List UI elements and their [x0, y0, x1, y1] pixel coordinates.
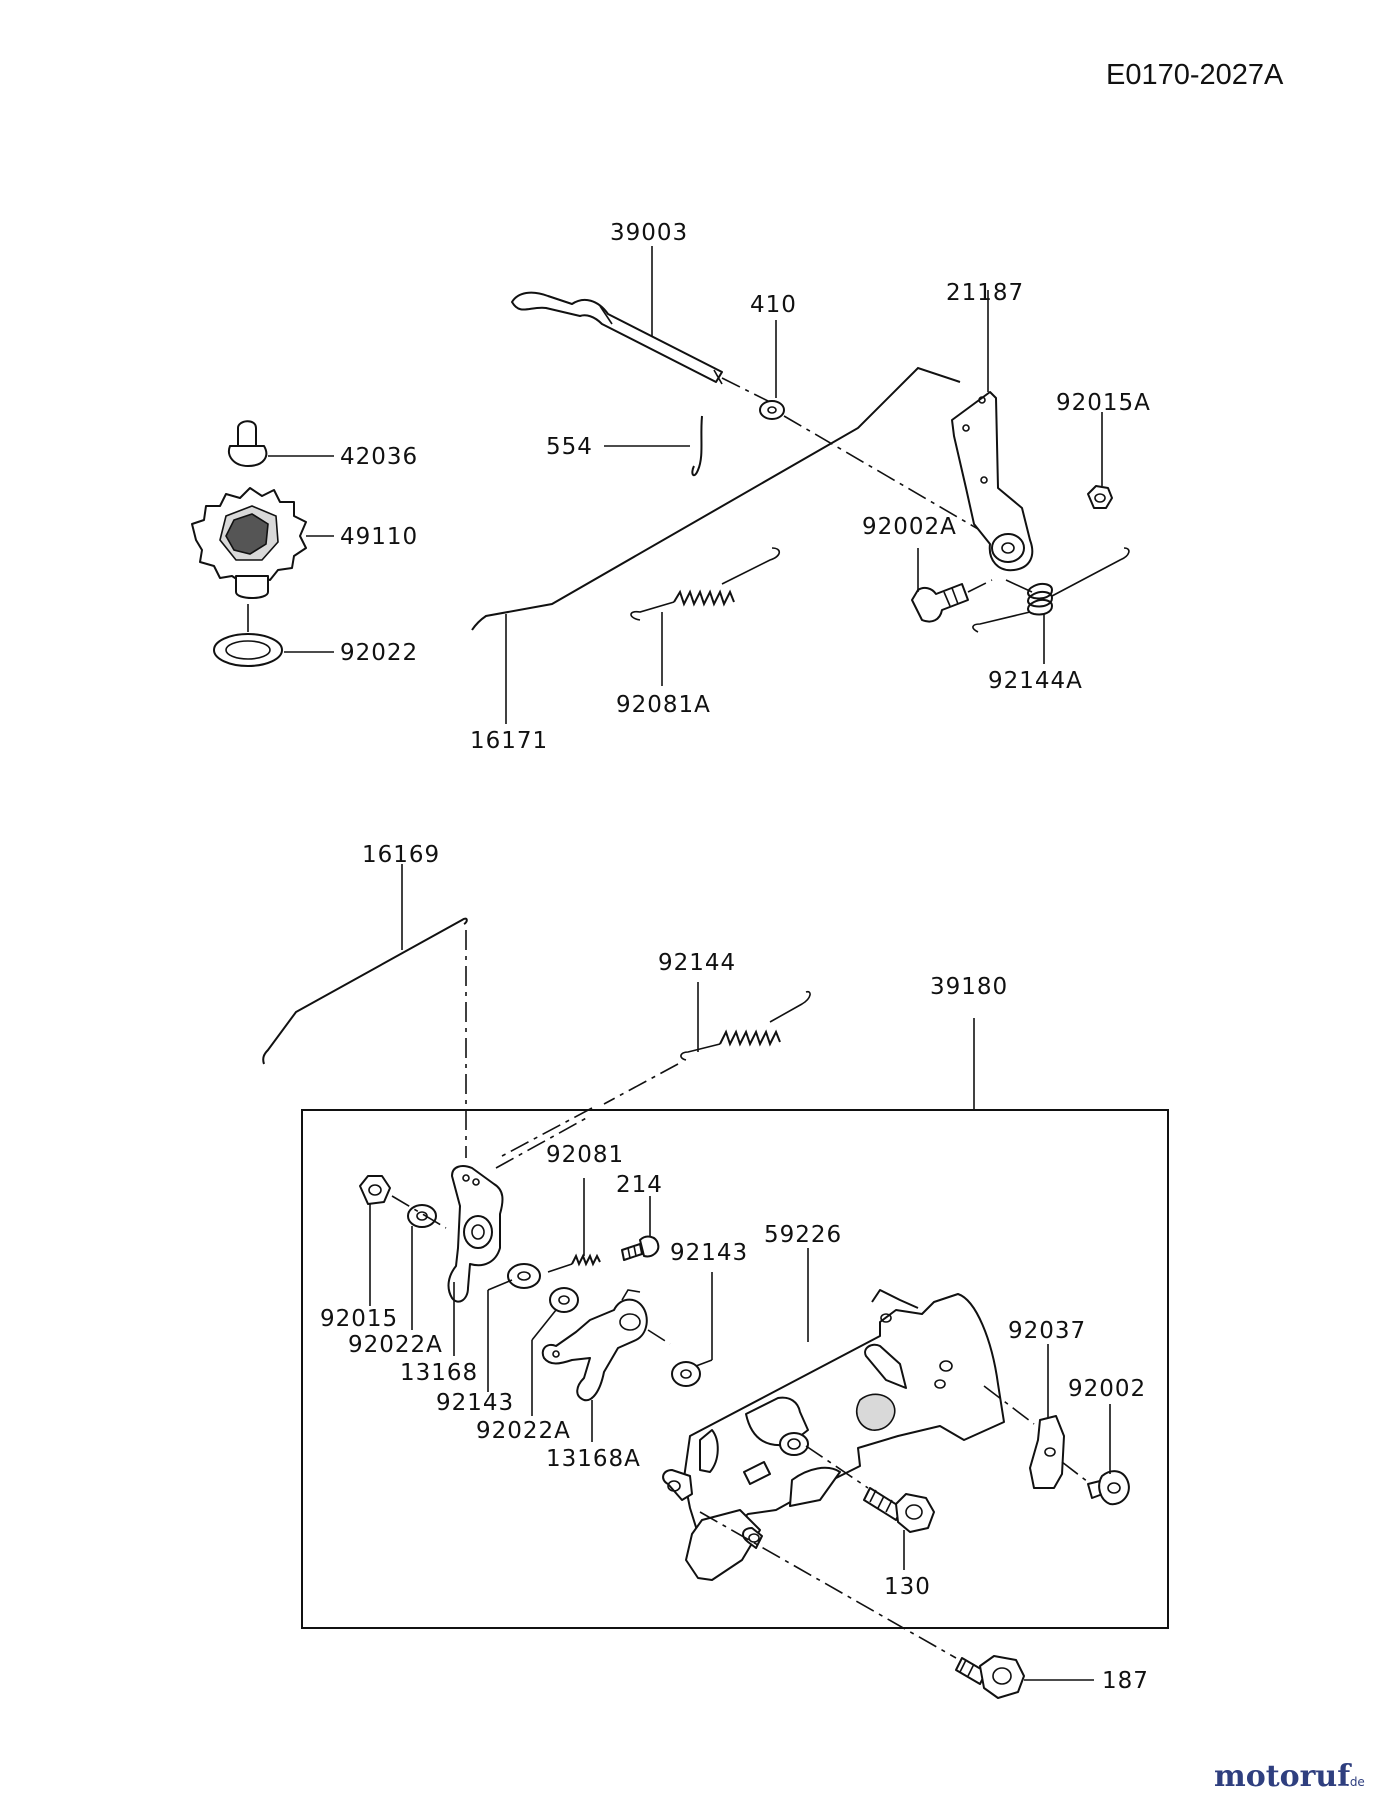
axis-92144-b — [501, 1107, 593, 1157]
label-92143-right: 92143 — [670, 1240, 748, 1266]
label-92022A-mid: 92022A — [476, 1418, 571, 1444]
axis-13168A — [647, 1329, 671, 1345]
spring-92081 — [547, 1253, 601, 1273]
clip-554 — [691, 415, 703, 477]
nut-92015 — [359, 1175, 391, 1205]
label-130: 130 — [884, 1574, 931, 1600]
washer-92022 — [213, 633, 283, 667]
axis-92037 — [983, 1385, 1035, 1425]
leader-92022A-mid-tip — [531, 1309, 557, 1341]
label-92002A: 92002A — [862, 514, 957, 540]
label-49110: 49110 — [340, 524, 418, 550]
bolt-187 — [955, 1655, 1025, 1699]
rod-39003 — [511, 291, 771, 403]
axis-92002 — [1061, 1461, 1089, 1483]
lever-13168A — [541, 1289, 648, 1402]
washer-410 — [759, 400, 785, 420]
washer-92022A-mid — [549, 1287, 579, 1313]
lever-13168 — [447, 1165, 504, 1303]
washer-92143-left — [507, 1263, 541, 1289]
label-16169: 16169 — [362, 842, 440, 868]
axis-13168 — [495, 1115, 591, 1169]
rod-16171 — [471, 366, 961, 631]
label-92143-left: 92143 — [436, 1390, 514, 1416]
axis-187 — [699, 1511, 957, 1659]
label-39180: 39180 — [930, 974, 1008, 1000]
label-13168: 13168 — [400, 1360, 478, 1386]
label-92015: 92015 — [320, 1306, 398, 1332]
label-16171: 16171 — [470, 728, 548, 754]
label-92037: 92037 — [1008, 1318, 1086, 1344]
washer-92022A-left — [407, 1204, 437, 1228]
label-92144: 92144 — [658, 950, 736, 976]
plate-59226 — [662, 1289, 1005, 1581]
axis-left-nut — [391, 1195, 447, 1229]
diagram-code: E0170-2027A — [1106, 59, 1284, 91]
label-92081: 92081 — [546, 1142, 624, 1168]
spring-92144A — [972, 547, 1130, 633]
spring-92081A — [630, 547, 781, 621]
label-13168A: 13168A — [546, 1446, 641, 1472]
axis-92144 — [603, 1063, 679, 1105]
label-42036: 42036 — [340, 444, 418, 470]
assembly-frame-39180 — [301, 1109, 1169, 1629]
spring-92144 — [680, 990, 811, 1061]
lever-21187 — [951, 391, 1034, 572]
nut-92015A — [1087, 485, 1113, 509]
washer-92143-right — [671, 1361, 701, 1387]
rod-16169 — [262, 917, 468, 1065]
bolt-92002 — [1087, 1470, 1130, 1506]
clip-92037 — [1029, 1415, 1065, 1489]
bolt-92002A — [911, 579, 993, 623]
label-92144A: 92144A — [988, 668, 1083, 694]
watermark-suffix: .de — [1346, 1775, 1365, 1789]
label-554: 554 — [546, 434, 593, 460]
label-92002: 92002 — [1068, 1376, 1146, 1402]
bolt-130 — [863, 1487, 935, 1533]
label-39003: 39003 — [610, 220, 688, 246]
label-187: 187 — [1102, 1668, 1149, 1694]
gear-49110 — [191, 487, 307, 599]
label-92081A: 92081A — [616, 692, 711, 718]
label-59226: 59226 — [764, 1222, 842, 1248]
screw-214 — [621, 1235, 660, 1261]
watermark-logo: motoruf .de — [1214, 1759, 1365, 1794]
leader-92143-right-tip — [695, 1359, 713, 1367]
watermark-brand: motoruf — [1214, 1759, 1352, 1794]
leader-92143-left-tip — [487, 1279, 513, 1291]
label-92015A: 92015A — [1056, 390, 1151, 416]
axis-upper — [783, 415, 991, 537]
axis-130 — [805, 1445, 869, 1489]
label-21187: 21187 — [946, 280, 1024, 306]
label-214: 214 — [616, 1172, 663, 1198]
bolt-42036 — [228, 420, 268, 467]
label-410: 410 — [750, 292, 797, 318]
label-92022: 92022 — [340, 640, 418, 666]
label-92022A-left: 92022A — [348, 1332, 443, 1358]
